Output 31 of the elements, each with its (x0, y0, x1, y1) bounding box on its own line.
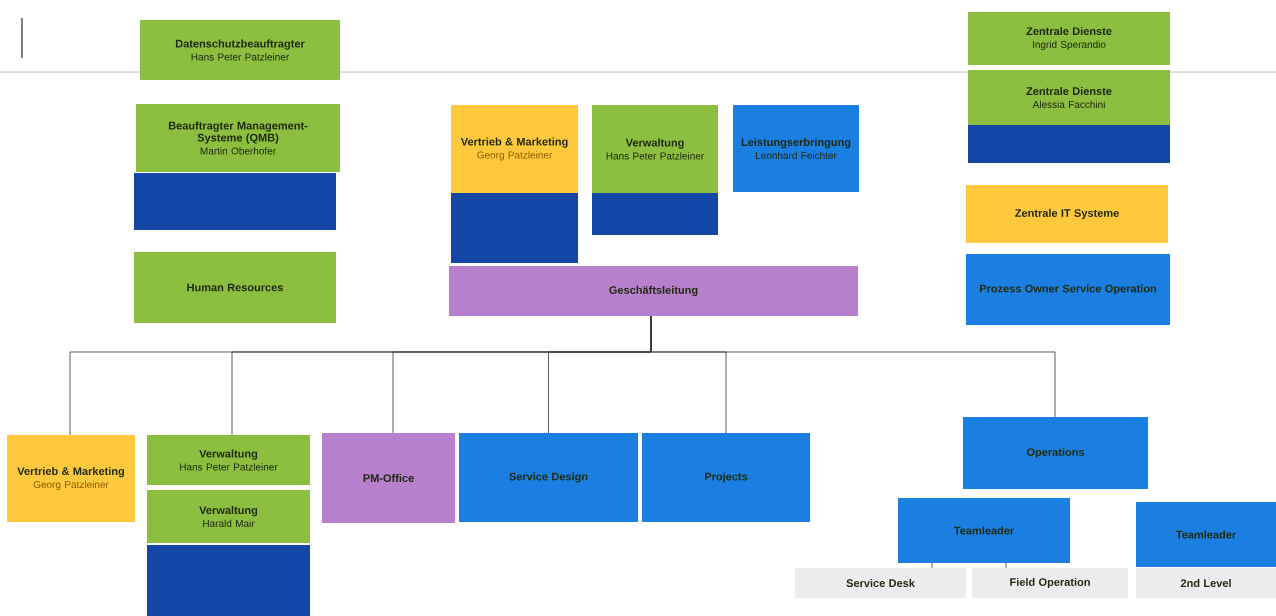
org-box: PM-Office (322, 433, 455, 523)
org-box: Human Resources (134, 252, 336, 323)
org-box: Geschäftsleitung (449, 266, 858, 316)
org-box: Leistungserbringung Leonhard Feichter (733, 105, 859, 192)
connector (1005, 562, 1007, 569)
connector (650, 315, 1056, 418)
org-box: Operations (963, 417, 1148, 489)
team-box: Field Operation (972, 568, 1128, 598)
org-box: Service Design (459, 433, 638, 522)
org-box: Verwaltung Hans Peter Patzleiner (147, 435, 310, 485)
role-box (592, 193, 718, 235)
role-box (134, 173, 336, 230)
org-box: Beauftragter Management-Systeme (QMB) Martin Oberhofer (136, 104, 340, 172)
org-box: Zentrale Dienste Alessia Facchini (968, 70, 1170, 125)
org-box: Teamleader (1136, 502, 1276, 567)
team-box: Service Desk (795, 568, 966, 598)
org-box: Prozess Owner Service Operation (966, 254, 1170, 325)
org-box: Zentrale Dienste Ingrid Sperandio (968, 12, 1170, 65)
org-box: Projects (642, 433, 810, 522)
role-box (968, 125, 1170, 163)
org-box: Verwaltung Hans Peter Patzleiner (592, 105, 718, 193)
org-box: Zentrale IT Systeme (966, 185, 1168, 243)
org-box: Vertrieb & Marketing Georg Patzleiner (7, 435, 135, 522)
team-box: 2nd Level (1136, 568, 1276, 598)
org-box: Verwaltung Harald Mair (147, 490, 310, 543)
org-box: Vertrieb & Marketing Georg Patzleiner (451, 105, 578, 193)
role-box (147, 545, 310, 616)
role-box (451, 193, 578, 263)
connector (931, 562, 933, 569)
org-box: Datenschutzbeauftragter Hans Peter Patzleiner (140, 20, 340, 80)
org-box: Teamleader (898, 498, 1070, 563)
